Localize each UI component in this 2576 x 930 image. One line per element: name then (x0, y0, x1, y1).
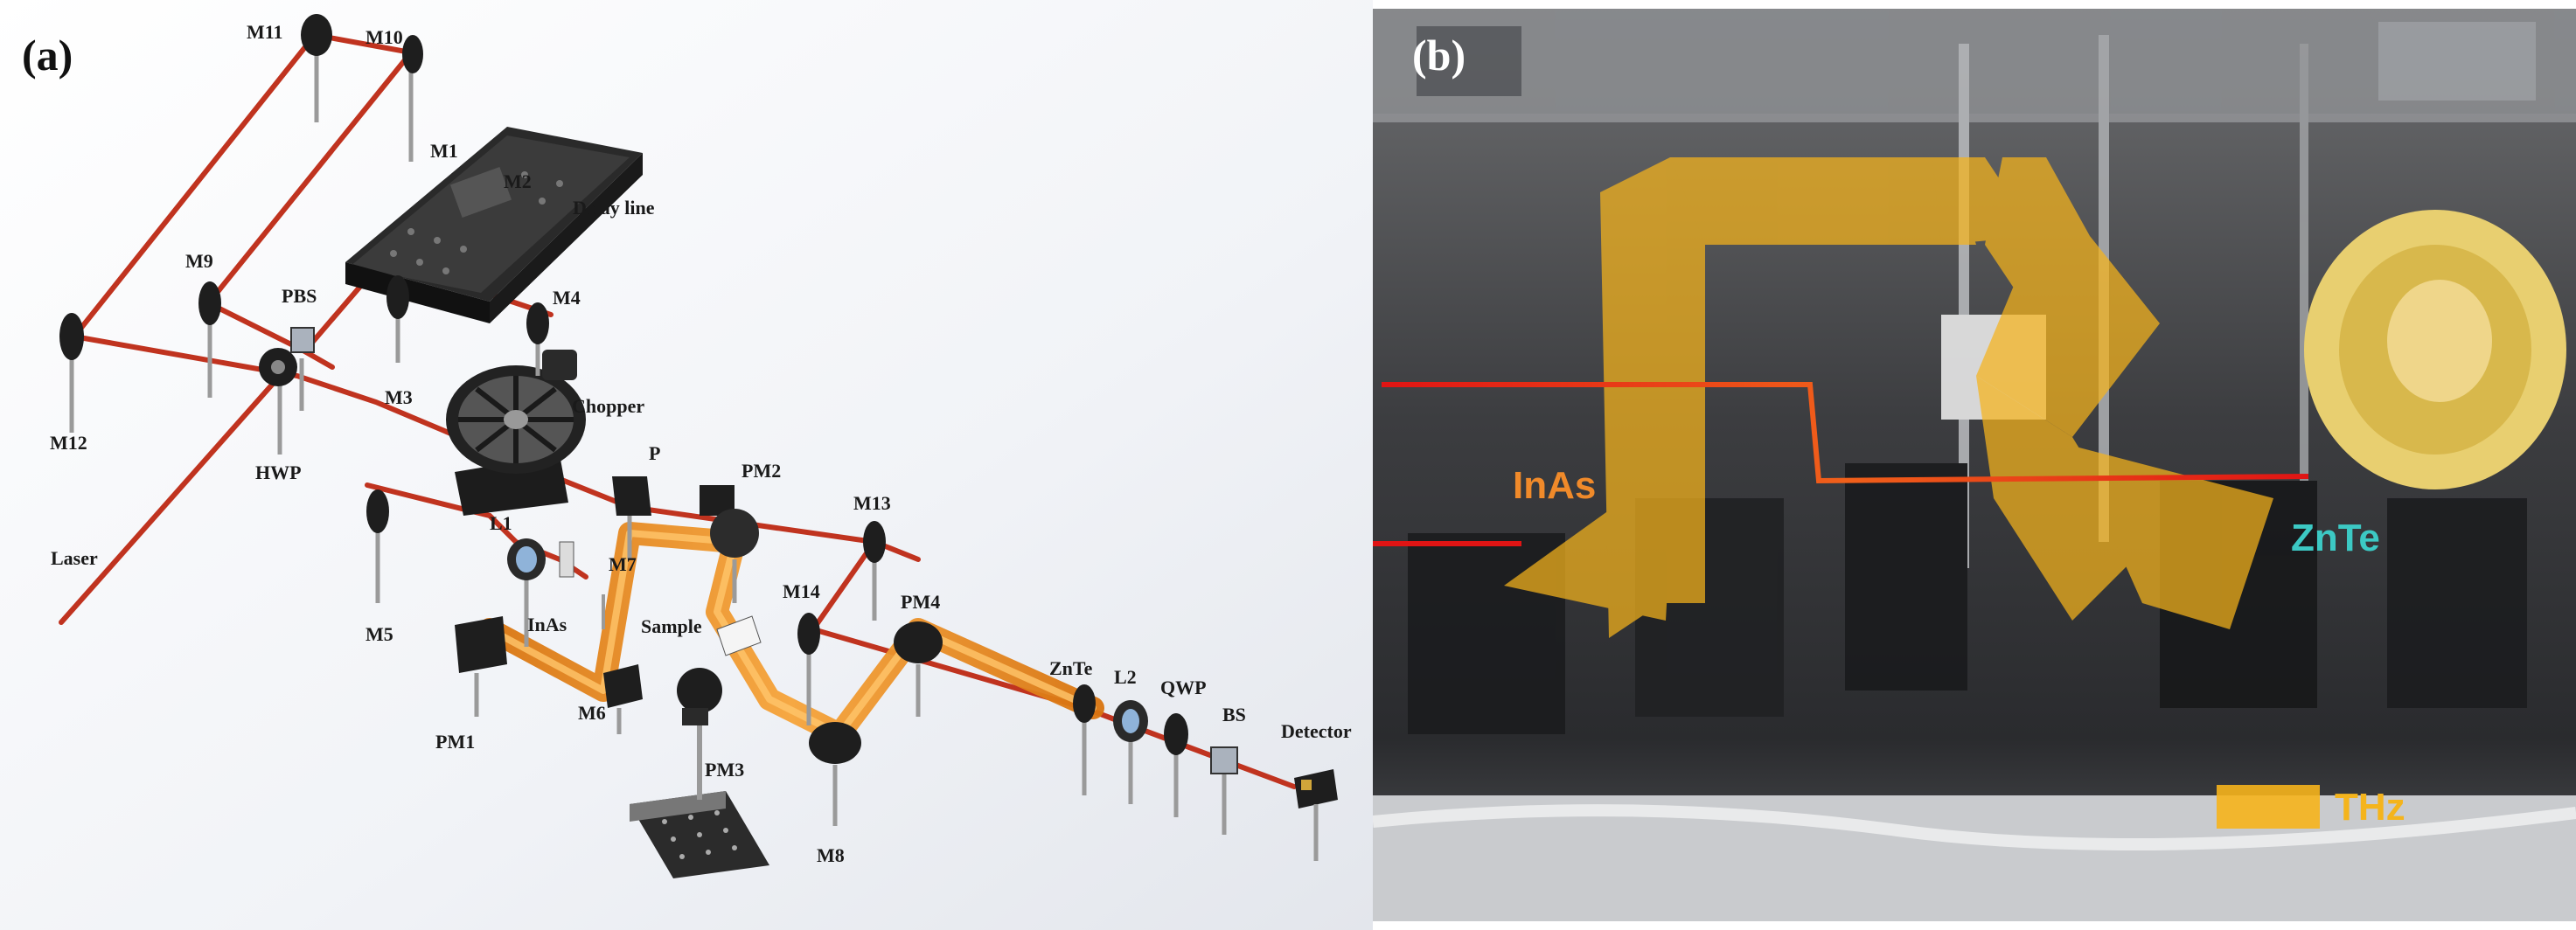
polarizer-P (612, 476, 651, 559)
label-M5: M5 (366, 623, 393, 645)
panel-b-photo: InAs ZnTe THz (b) (1373, 9, 2576, 921)
label-P: P (649, 442, 660, 464)
panel-b-label: (b) (1412, 31, 1466, 80)
label-M2: M2 (504, 170, 532, 192)
photo-svg: InAs ZnTe THz (b) (1373, 9, 2576, 921)
znte-crystal (1073, 684, 1096, 795)
mirror-M3 (386, 275, 409, 363)
label-M11: M11 (247, 21, 283, 43)
parabolic-mirror-PM4 (894, 621, 943, 717)
label-laser: Laser (51, 547, 98, 569)
optical-mounts (59, 14, 1338, 861)
label-M9: M9 (185, 250, 213, 272)
label-PM4: PM4 (901, 591, 940, 613)
qwp-mount (1164, 713, 1188, 817)
parabolic-mirror-PM1 (455, 616, 507, 717)
mirror-M6 (603, 664, 643, 734)
label-QWP: QWP (1160, 677, 1207, 698)
tag-InAs: InAs (1513, 464, 1596, 507)
schematic-svg: (a) M11 M10 M1 M2 Delay line M9 PBS M4 M… (0, 0, 1373, 930)
label-M8: M8 (817, 844, 845, 866)
panel-a-label: (a) (22, 31, 73, 80)
label-M14: M14 (783, 580, 820, 602)
balanced-detector (1294, 769, 1338, 861)
mirror-M9 (198, 281, 221, 398)
thz-legend-swatch (2217, 785, 2320, 829)
sample-holder (716, 615, 762, 656)
beam-splitter-BS (1210, 746, 1238, 835)
component-labels: M11 M10 M1 M2 Delay line M9 PBS M4 M12 M… (50, 21, 1352, 866)
thz-legend: THz (2217, 785, 2405, 829)
mirror-M8 (809, 722, 861, 826)
label-PM1: PM1 (435, 731, 475, 753)
thz-band-overlay (1504, 157, 2273, 638)
mirror-M5 (366, 489, 389, 603)
mirror-M4 (526, 302, 549, 376)
xy-stage (630, 717, 769, 878)
mirror-M13 (863, 521, 886, 621)
thz-beam-path (478, 522, 1104, 746)
mirror-M11 (301, 14, 332, 122)
hwp-mount (259, 348, 297, 455)
lens-L1 (507, 538, 546, 647)
label-detector: Detector (1281, 720, 1352, 742)
parabolic-mirror-PM3 (677, 668, 722, 725)
label-L2: L2 (1114, 666, 1137, 688)
label-M4: M4 (553, 287, 581, 309)
mirror-M12 (59, 313, 84, 433)
label-L1: L1 (490, 512, 512, 534)
label-PM3: PM3 (705, 759, 744, 781)
lab-background (1373, 9, 2576, 734)
label-M3: M3 (385, 386, 413, 408)
thz-legend-label: THz (2335, 786, 2405, 829)
label-PM2: PM2 (741, 460, 781, 482)
label-delay-line: Delay line (573, 197, 655, 219)
panel-a-schematic: (a) M11 M10 M1 M2 Delay line M9 PBS M4 M… (0, 0, 1373, 930)
label-sample: Sample (641, 615, 702, 637)
label-PBS: PBS (282, 285, 317, 307)
label-HWP: HWP (255, 462, 302, 483)
label-InAs: InAs (527, 614, 567, 635)
label-M10: M10 (366, 26, 403, 48)
mirror-M7 (559, 541, 574, 578)
lens-L2 (1113, 700, 1148, 804)
wrapped-object (2304, 210, 2566, 489)
parabolic-mirror-PM2 (700, 485, 759, 603)
delay-line-stage (345, 127, 643, 323)
label-M12: M12 (50, 432, 87, 454)
chopper-wheel (446, 350, 586, 516)
mirror-M14 (797, 613, 820, 725)
label-M1: M1 (430, 140, 458, 162)
pbs-cube (290, 327, 315, 411)
label-BS: BS (1222, 704, 1246, 725)
laser-line-overlay (1373, 382, 2309, 546)
label-M6: M6 (578, 702, 606, 724)
mirror-M10 (402, 35, 423, 162)
table-edge (1373, 795, 2576, 921)
tag-ZnTe: ZnTe (2291, 517, 2380, 559)
label-M13: M13 (853, 492, 891, 514)
label-chopper: Chopper (572, 395, 644, 417)
label-M7: M7 (609, 553, 637, 575)
label-ZnTe: ZnTe (1049, 657, 1093, 679)
